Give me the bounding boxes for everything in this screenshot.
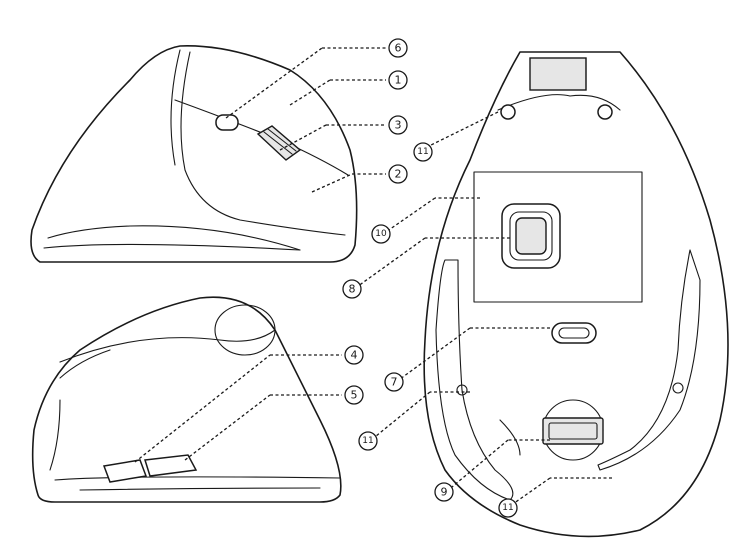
- callout-9: 9: [434, 482, 454, 502]
- thumb-buttons: [102, 454, 198, 483]
- callout-1: 1: [388, 70, 408, 90]
- callout-3: 3: [388, 115, 408, 135]
- thumb-rest: [214, 304, 276, 356]
- screw-left-lower: [456, 384, 468, 396]
- mouse-bottom-view: [423, 51, 729, 538]
- svg-text:11: 11: [362, 436, 373, 446]
- leader-lines: [134, 47, 612, 507]
- callout-2: 2: [388, 164, 408, 184]
- svg-text:9: 9: [441, 486, 448, 499]
- screw-right-lower: [672, 382, 684, 394]
- svg-text:2: 2: [395, 168, 402, 181]
- forward-button-small: [215, 114, 239, 131]
- mouse-side-view: [30, 45, 358, 263]
- optical-sensor: [501, 203, 561, 269]
- svg-text:4: 4: [351, 349, 358, 362]
- callout-6: 6: [388, 38, 408, 58]
- callout-7: 7: [384, 372, 404, 392]
- cable-port: [529, 57, 587, 91]
- mouse-side-view-thumb: [31, 296, 342, 503]
- screw-right: [597, 104, 613, 120]
- power-switch: [542, 399, 604, 461]
- svg-text:11: 11: [502, 503, 513, 513]
- svg-text:10: 10: [375, 229, 387, 239]
- callout-11-screw: 11: [413, 142, 433, 162]
- svg-text:11: 11: [417, 147, 428, 157]
- screw-left: [500, 104, 516, 120]
- svg-text:7: 7: [391, 376, 398, 389]
- callout-10: 10: [371, 224, 391, 244]
- callout-11-foot-bottom: 11: [498, 498, 518, 518]
- callout-5: 5: [344, 385, 364, 405]
- callout-4: 4: [344, 345, 364, 365]
- svg-text:1: 1: [395, 74, 402, 87]
- svg-text:3: 3: [395, 119, 402, 132]
- callout-8: 8: [342, 279, 362, 299]
- svg-text:5: 5: [351, 389, 358, 402]
- svg-text:8: 8: [349, 283, 356, 296]
- scroll-wheel-side: [256, 125, 302, 161]
- svg-text:6: 6: [395, 42, 402, 55]
- callout-11-foot-left: 11: [358, 431, 378, 451]
- sensor-plate: [473, 171, 643, 303]
